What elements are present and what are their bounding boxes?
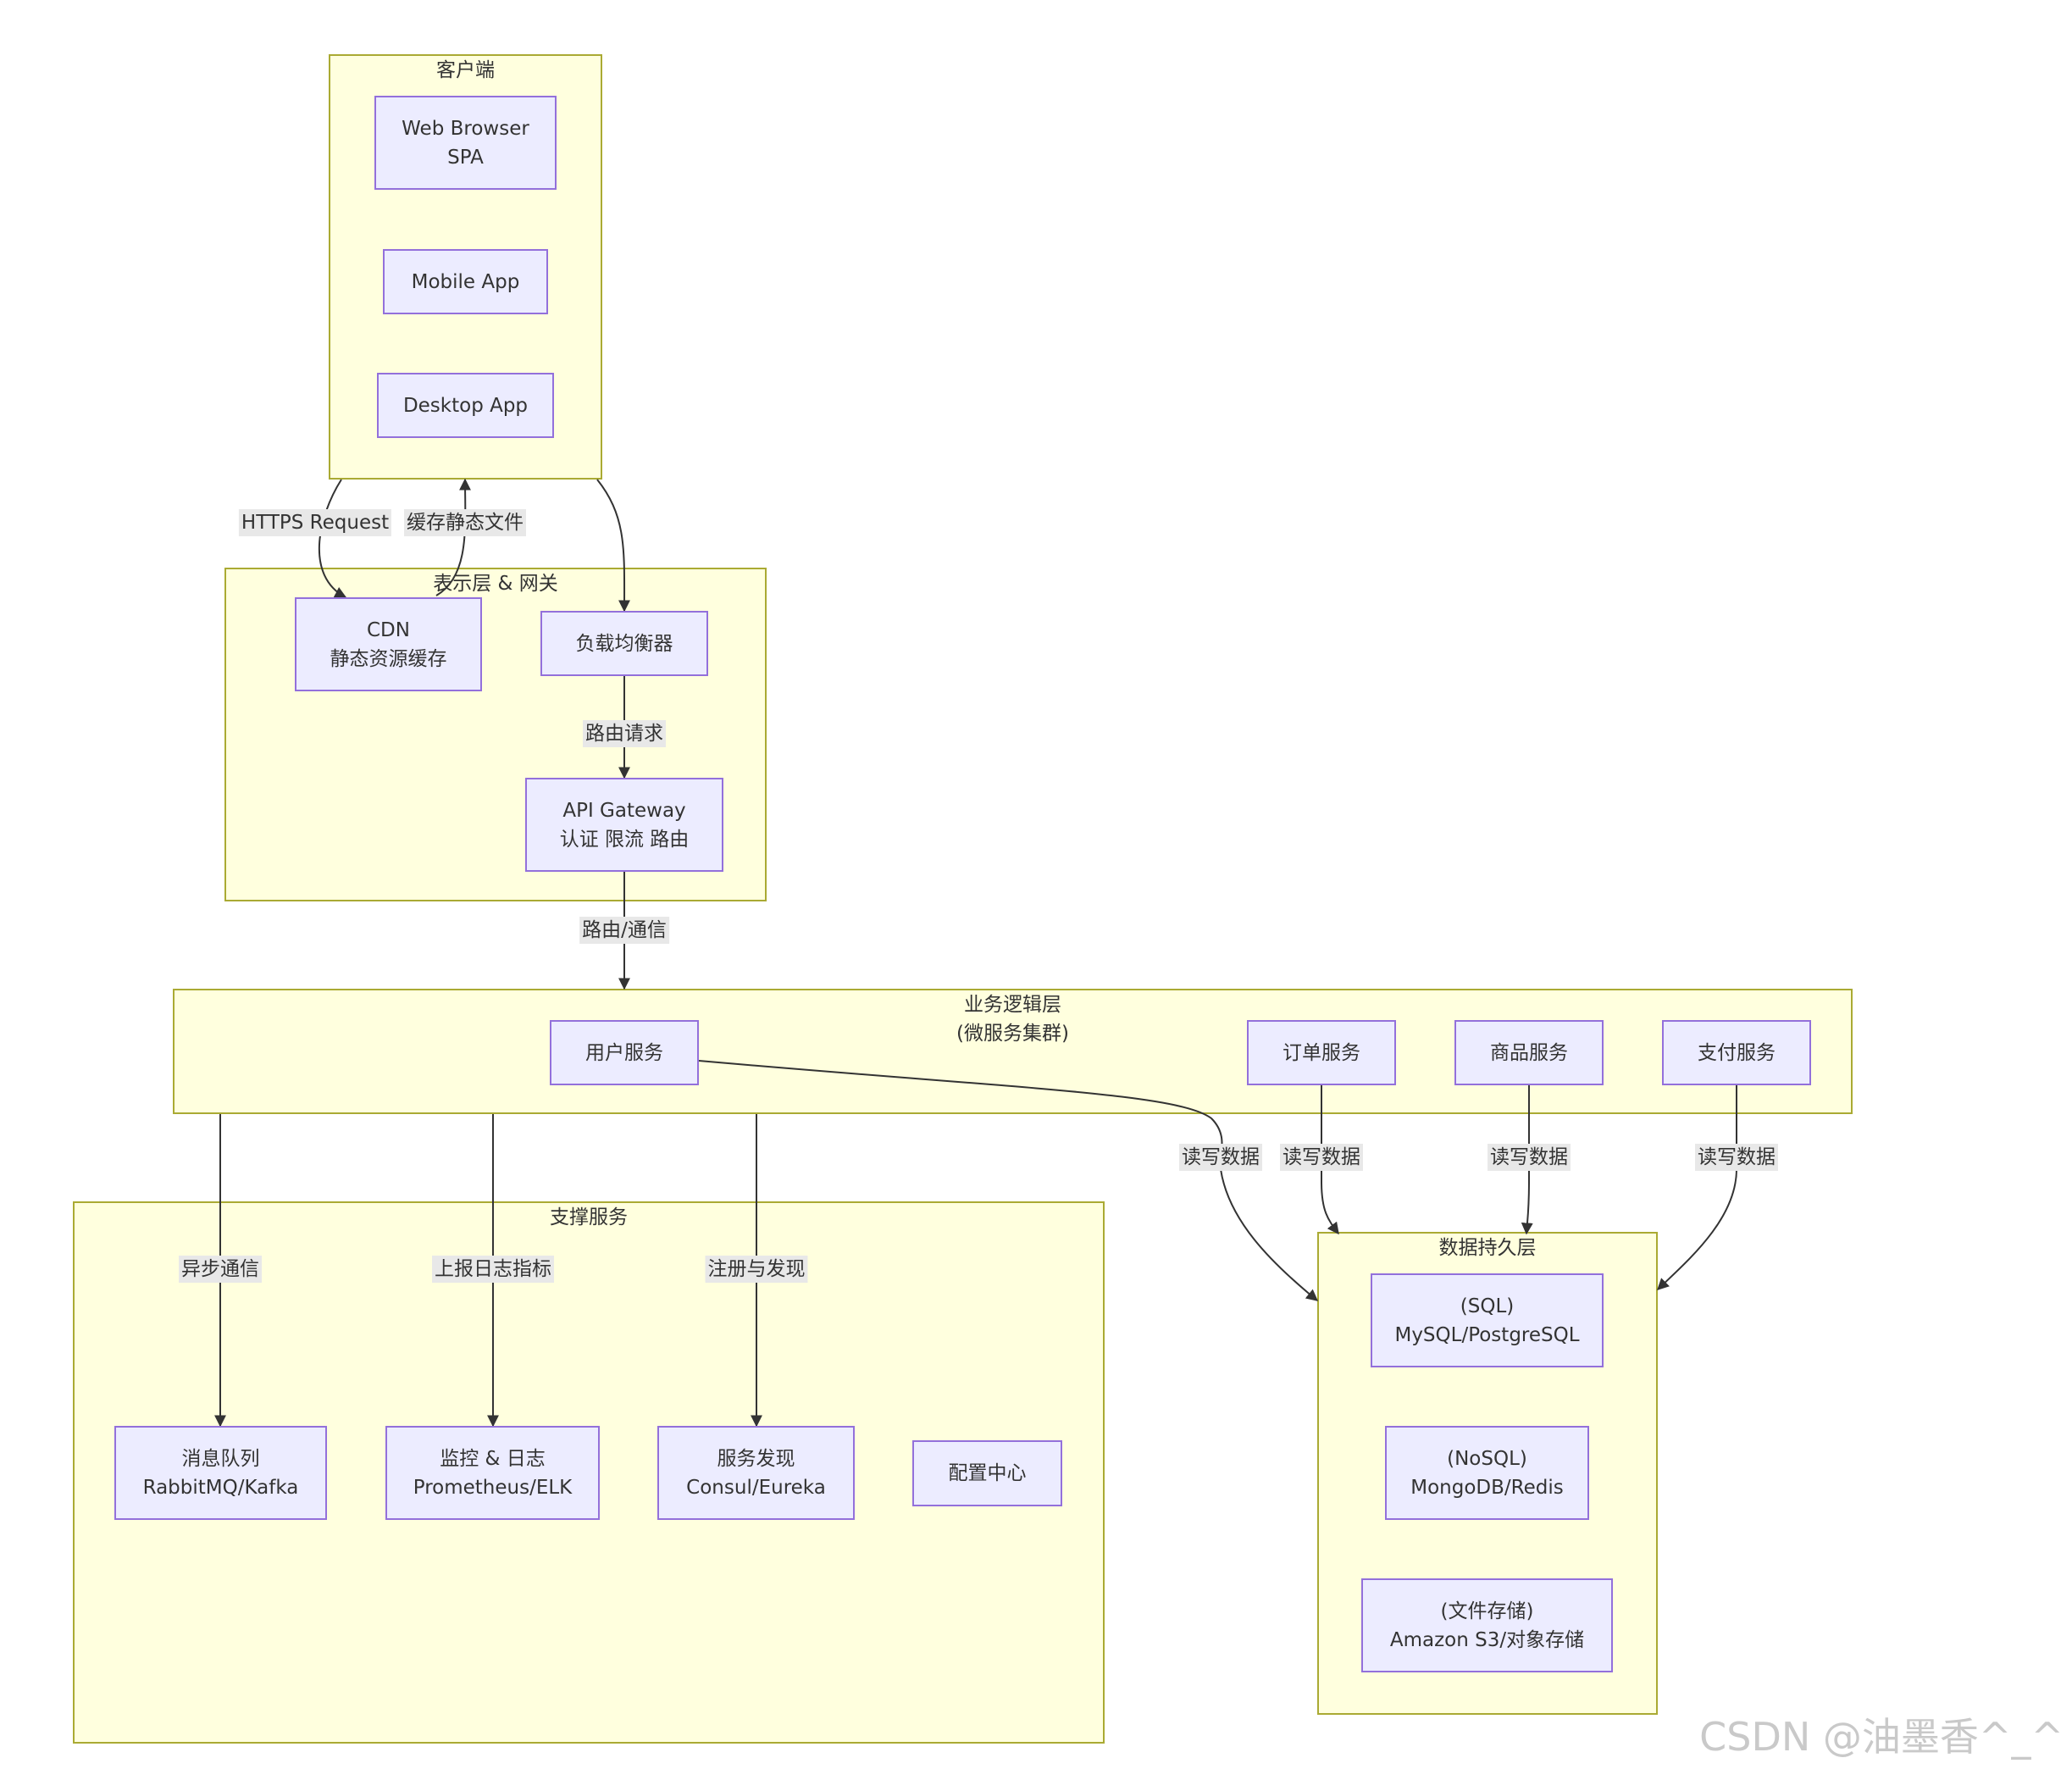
node-desktop-app-label: Desktop App (402, 394, 529, 417)
edge-label-rw-payment: 读写数据 (1695, 1144, 1778, 1171)
node-web-browser-line1: Web Browser (402, 117, 529, 140)
edge-label-rw-order: 读写数据 (1280, 1144, 1363, 1171)
node-mobile-app-label: Mobile App (411, 270, 520, 293)
node-file-storage: (文件存储) Amazon S3/对象存储 (1361, 1578, 1613, 1672)
group-title-client: 客户端 (436, 59, 495, 81)
node-config-center-label: 配置中心 (948, 1462, 1027, 1484)
edge-rw-payment (1656, 1085, 1737, 1290)
node-monitoring-line1: 监控 & 日志 (440, 1447, 546, 1470)
node-desktop-app: Desktop App (377, 373, 554, 438)
node-message-queue-line1: 消息队列 (181, 1447, 260, 1470)
node-cdn-line1: CDN (367, 618, 410, 641)
edge-label-rw-user: 读写数据 (1179, 1144, 1262, 1171)
node-monitoring: 监控 & 日志 Prometheus/ELK (385, 1426, 600, 1520)
node-mobile-app: Mobile App (383, 249, 548, 314)
edge-label-register-discover: 注册与发现 (705, 1256, 808, 1283)
edge-label-report-logs: 上报日志指标 (432, 1256, 554, 1283)
node-user-service: 用户服务 (550, 1020, 699, 1085)
group-title-presentation: 表示层 & 网关 (433, 573, 558, 595)
edge-label-route-comm: 路由/通信 (579, 917, 669, 944)
node-web-browser-line2: SPA (447, 146, 484, 169)
node-order-service-label: 订单服务 (1283, 1041, 1360, 1064)
node-api-gateway-line2: 认证 限流 路由 (559, 828, 690, 851)
node-payment-service-label: 支付服务 (1698, 1041, 1776, 1064)
node-sql-db-line1: (SQL) (1460, 1295, 1515, 1317)
node-message-queue-line2: RabbitMQ/Kafka (142, 1476, 299, 1499)
node-sql-db: (SQL) MySQL/PostgreSQL (1371, 1273, 1604, 1367)
node-api-gateway: API Gateway 认证 限流 路由 (525, 778, 723, 872)
group-title-data: 数据持久层 (1438, 1237, 1537, 1259)
node-cdn: CDN 静态资源缓存 (295, 597, 482, 691)
edge-label-async-comm: 异步通信 (179, 1256, 262, 1283)
group-title-business-line1: 业务逻辑层 (964, 994, 1061, 1016)
node-load-balancer-label: 负载均衡器 (575, 632, 673, 655)
node-web-browser: Web Browser SPA (374, 96, 557, 190)
group-title-support: 支撑服务 (550, 1206, 628, 1228)
node-product-service-label: 商品服务 (1490, 1041, 1568, 1064)
node-config-center: 配置中心 (912, 1440, 1062, 1506)
node-api-gateway-line1: API Gateway (562, 799, 686, 822)
edge-label-route-request: 路由请求 (583, 720, 666, 747)
edge-label-rw-product: 读写数据 (1488, 1144, 1571, 1171)
edge-label-cache-static: 缓存静态文件 (404, 509, 526, 536)
watermark: CSDN @油墨香^_^ (1699, 1714, 2064, 1760)
node-order-service: 订单服务 (1247, 1020, 1396, 1085)
node-file-storage-line1: (文件存储) (1440, 1600, 1534, 1622)
node-sql-db-line2: MySQL/PostgreSQL (1394, 1323, 1580, 1346)
node-user-service-label: 用户服务 (585, 1041, 663, 1064)
node-service-discovery-line1: 服务发现 (717, 1447, 795, 1470)
node-service-discovery: 服务发现 Consul/Eureka (657, 1426, 855, 1520)
edge-label-https-request: HTTPS Request (238, 509, 392, 536)
node-file-storage-line2: Amazon S3/对象存储 (1389, 1628, 1585, 1651)
node-nosql-db-line2: MongoDB/Redis (1410, 1476, 1564, 1499)
node-service-discovery-line2: Consul/Eureka (686, 1476, 826, 1499)
node-nosql-db-line1: (NoSQL) (1447, 1447, 1527, 1470)
node-payment-service: 支付服务 (1662, 1020, 1811, 1085)
node-cdn-line2: 静态资源缓存 (330, 647, 447, 670)
node-nosql-db: (NoSQL) MongoDB/Redis (1385, 1426, 1589, 1520)
node-load-balancer: 负载均衡器 (540, 611, 708, 676)
group-title-business-line2: (微服务集群) (956, 1023, 1069, 1045)
node-monitoring-line2: Prometheus/ELK (413, 1476, 573, 1499)
node-product-service: 商品服务 (1454, 1020, 1604, 1085)
node-message-queue: 消息队列 RabbitMQ/Kafka (114, 1426, 327, 1520)
